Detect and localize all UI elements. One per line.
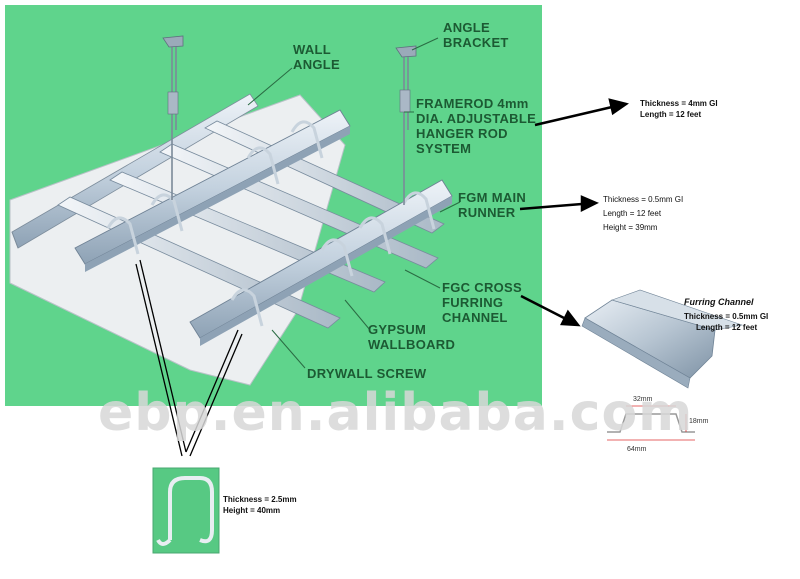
hanger-rods: [171, 45, 409, 205]
clip-inset: [152, 467, 220, 554]
watermark: ebp.en.alibaba.com: [98, 383, 694, 443]
clip-detail-lines: [135, 259, 243, 457]
spec-furring-lines: Thickness = 0.5mm GI Length = 12 feet: [684, 312, 769, 332]
wire-clips: [106, 120, 436, 327]
angle-brackets: [162, 35, 417, 115]
spec-furring-channel: Furring Channel: [684, 297, 754, 307]
leader-lines: [247, 37, 461, 369]
callout-arrows: [519, 98, 629, 327]
label-drywall-screw: DRYWALL SCREW: [307, 366, 427, 381]
dim-top: 32mm: [633, 396, 653, 403]
channel-cross-section: [607, 405, 695, 441]
dim-side: 18mm: [689, 418, 709, 425]
furring-channel-illustration: [581, 289, 744, 389]
dim-bottom: 64mm: [627, 446, 647, 453]
